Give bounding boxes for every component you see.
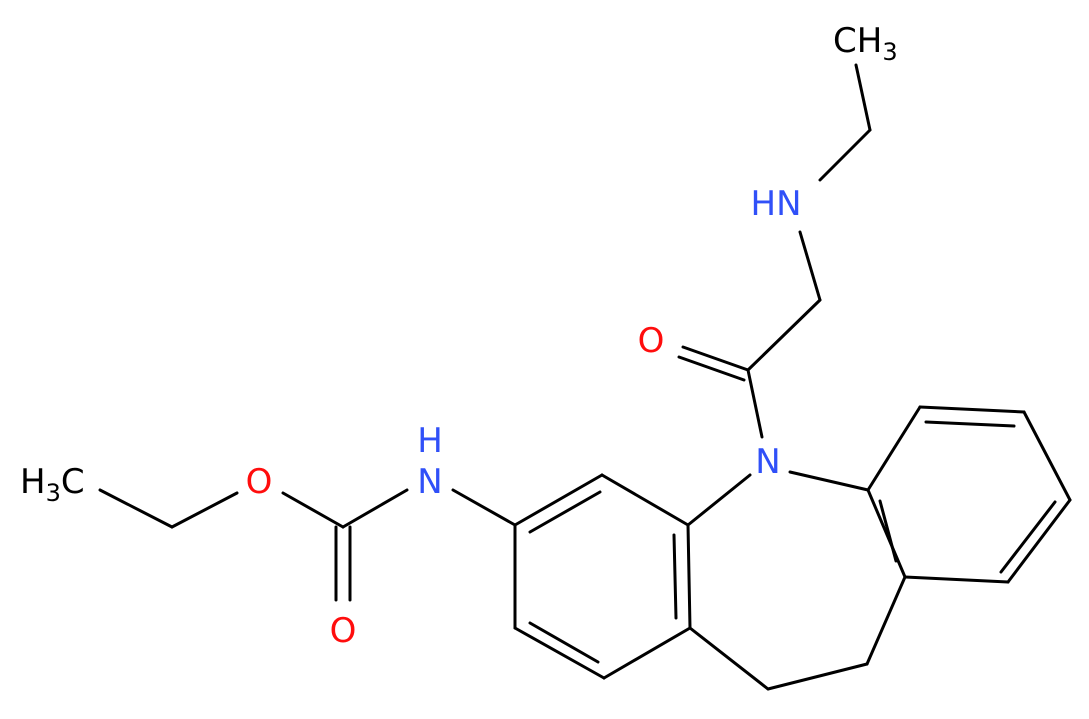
bond-nh-cc [341,488,409,529]
bond-r3 [1022,410,1072,502]
bond-ch2-nh [818,128,872,182]
atom-labels: CH3 HN O N H N O H3C O [20,21,898,651]
bond-nh-ch2 [798,230,822,302]
bond-n-left-ring [686,473,752,527]
bond-r4 [1006,498,1072,584]
label-h3c-left: H3C [20,462,85,507]
bond-oester-ch2 [170,491,239,529]
bond-r1 [866,405,922,492]
bond-ch2-co [746,298,822,372]
bonds [98,63,1072,691]
bond-r5 [903,575,1010,584]
label-n-ring: N [755,442,780,482]
bond-r2 [918,405,1026,414]
bond-ch3-ch2 [854,63,872,132]
bond-r-inner-1 [924,420,1016,428]
bond-l-inner-2 [528,621,600,664]
label-o-carbonyl: O [330,611,357,651]
bond-l3 [513,626,606,680]
bond-r-inner-3 [878,499,898,563]
bond-co-n [746,368,764,439]
bond-ring-nh [451,488,517,527]
label-o-ketone: O [638,321,665,361]
bond-co-double-a [681,345,750,372]
label-n-carbamate: N [417,462,442,502]
bond-l-inner-1 [672,533,678,620]
bond-l2 [602,626,692,680]
bond-bridge-2 [766,662,869,691]
label-o-ester: O [246,462,273,502]
bond-l1 [686,523,692,630]
bond-l5 [513,473,604,527]
bond-ch2-ch3 [98,488,174,529]
label-ch3-top: CH3 [833,21,898,66]
label-h-carbamate: H [417,421,443,461]
bond-cc-oester [281,491,345,529]
bond-l6 [600,473,690,527]
bond-r-inner-2 [999,500,1057,574]
bond-bridge-1 [865,575,907,666]
bond-bridge-3 [688,626,770,691]
bond-co-double-b [677,355,746,382]
bond-r6 [866,488,907,579]
bond-l-inner-3 [528,490,602,534]
label-nh-amine: HN [751,184,802,224]
bond-n-right-ring [788,470,870,492]
